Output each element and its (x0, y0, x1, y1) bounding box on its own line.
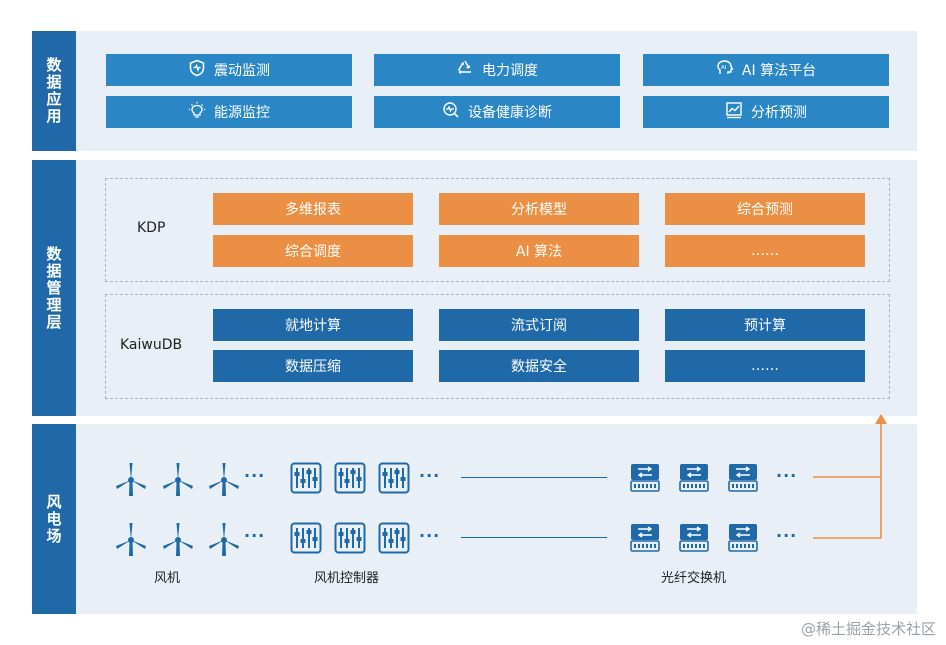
app-tile-label: AI 算法平台 (741, 63, 817, 79)
svg-text:AI: AI (721, 65, 727, 71)
kaiwudb-item[interactable]: 就地计算 (213, 309, 413, 341)
app-tile-forecast[interactable]: 分析预测 (643, 96, 889, 128)
turbine-icon (209, 463, 239, 496)
app-tile-health-diagnosis[interactable]: 设备健康诊断 (374, 96, 620, 128)
more-devices-ellipsis: ··· (244, 526, 266, 545)
kdp-label: KDP (137, 220, 166, 236)
kaiwudb-item[interactable]: 流式订阅 (439, 309, 639, 341)
turbine-icon (209, 523, 239, 556)
shield-heart-icon (188, 59, 206, 81)
app-tile-energy-monitor[interactable]: 能源监控 (106, 96, 352, 128)
wind-farm-body: 风机 风机控制器 光纤交换机 ··· ··· ··· ··· ··· ··· (76, 414, 917, 614)
trend-chart-icon (725, 101, 743, 123)
health-check-icon (442, 101, 460, 123)
turbine-icon (116, 523, 146, 556)
switch-icon (630, 464, 660, 492)
app-tile-dispatch[interactable]: 电力调度 (374, 54, 620, 86)
kaiwudb-item[interactable]: …… (665, 350, 865, 382)
data-management-body: KDP 多维报表 分析模型 综合预测 综合调度 AI 算法 …… KaiwuDB… (76, 160, 917, 416)
data-management-label: 数据管理层 (32, 160, 76, 416)
switch-icon (679, 464, 709, 492)
turbine-icon (163, 463, 193, 496)
kdp-item[interactable]: 综合调度 (213, 235, 413, 267)
kaiwudb-item[interactable]: 预计算 (665, 309, 865, 341)
app-tile-ai-platform[interactable]: AI AI 算法平台 (643, 54, 889, 86)
kaiwudb-item[interactable]: 数据安全 (439, 350, 639, 382)
switch-icon (728, 524, 758, 552)
controller-icon (378, 522, 410, 554)
controller-icon (290, 462, 322, 494)
switch-icon (679, 524, 709, 552)
switch-caption: 光纤交换机 (661, 571, 727, 586)
kdp-item[interactable]: 分析模型 (439, 193, 639, 225)
more-devices-ellipsis: ··· (244, 466, 266, 485)
app-tile-label: 震动监测 (214, 63, 270, 79)
turbine-icon (116, 463, 146, 496)
kaiwudb-label: KaiwuDB (120, 337, 183, 353)
controller-icon (378, 462, 410, 494)
kdp-item[interactable]: 综合预测 (665, 193, 865, 225)
controller-icon (290, 522, 322, 554)
app-layer-body: 震动监测 电力调度 AI AI 算法平台 能源监控 设备健康诊断 (76, 31, 917, 151)
data-management-layer: 数据管理层 KDP 多维报表 分析模型 综合预测 综合调度 AI 算法 …… K… (32, 160, 917, 416)
app-layer-label: 数据应用 (32, 31, 76, 151)
data-flow-arrow (813, 414, 887, 539)
watermark: @稀土掘金技术社区 (800, 620, 936, 638)
more-devices-ellipsis: ··· (776, 526, 798, 545)
ai-head-icon: AI (716, 59, 734, 81)
more-devices-ellipsis: ··· (776, 466, 798, 485)
kdp-item[interactable]: AI 算法 (439, 235, 639, 267)
app-tile-label: 电力调度 (482, 63, 538, 79)
controller-icon (334, 462, 366, 494)
switch-icon (630, 524, 660, 552)
kdp-group (105, 178, 890, 282)
recycle-icon (456, 59, 474, 81)
switch-icon (728, 464, 758, 492)
lightbulb-icon (188, 101, 206, 123)
kdp-item[interactable]: …… (665, 235, 865, 267)
app-layer: 数据应用 震动监测 电力调度 AI AI 算法平台 能源监控 (32, 31, 917, 151)
more-devices-ellipsis: ··· (419, 526, 441, 545)
turbine-icon (163, 523, 193, 556)
kaiwudb-item[interactable]: 数据压缩 (213, 350, 413, 382)
app-tile-vibration[interactable]: 震动监测 (106, 54, 352, 86)
turbine-caption: 风机 (154, 571, 181, 586)
wind-farm-label: 风电场 (32, 424, 76, 614)
app-tile-label: 能源监控 (214, 105, 270, 121)
controller-caption: 风机控制器 (314, 571, 380, 586)
kdp-item[interactable]: 多维报表 (213, 193, 413, 225)
link-line (461, 477, 607, 478)
kaiwudb-group (105, 294, 890, 399)
link-line (461, 537, 607, 538)
more-devices-ellipsis: ··· (419, 466, 441, 485)
app-tile-label: 设备健康诊断 (468, 105, 552, 121)
controller-icon (334, 522, 366, 554)
app-tile-label: 分析预测 (751, 105, 807, 121)
wind-farm-layer: 风电场 风机 风机控制器 光纤交换机 ··· ··· ··· ··· ··· ··· (32, 414, 917, 614)
